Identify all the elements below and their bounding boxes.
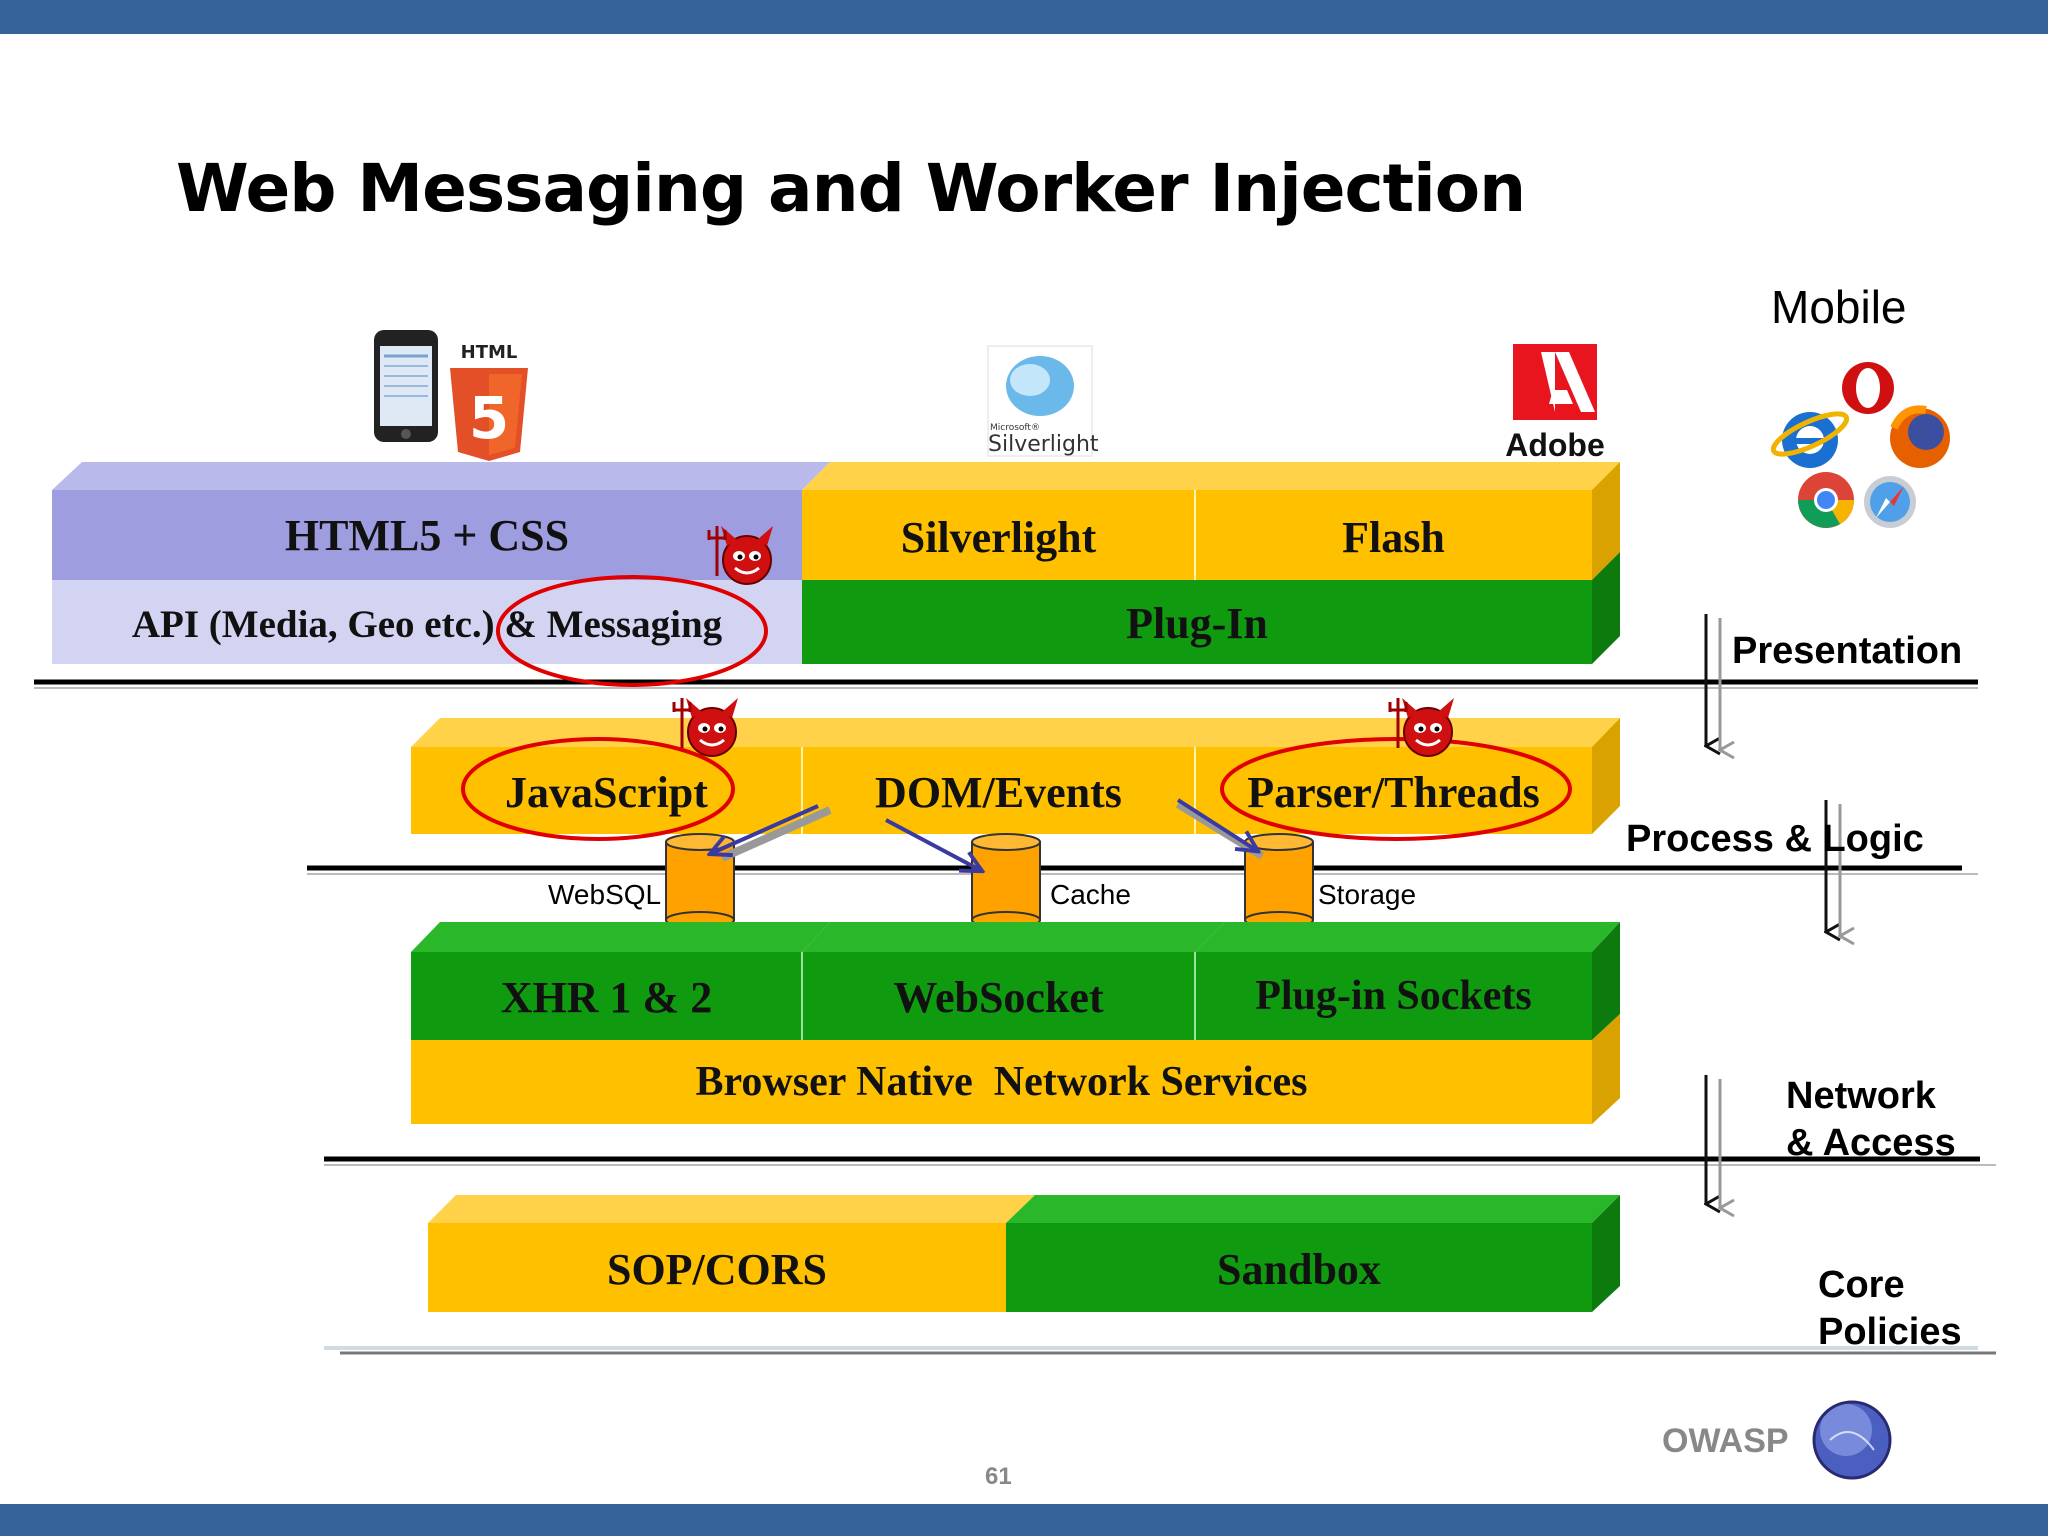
- websocket-label: WebSocket: [893, 973, 1104, 1022]
- page-number: 61: [985, 1463, 1012, 1490]
- network-access-label-line2: & Access: [1786, 1122, 1956, 1164]
- dom-events-label: DOM/Events: [875, 768, 1122, 817]
- devil-icon: [1388, 698, 1454, 757]
- mobile-label: Mobile: [1771, 281, 1907, 333]
- flash-label: Flash: [1342, 513, 1445, 562]
- browser-icons: [1770, 362, 1950, 528]
- owasp-globe-icon: [1812, 1400, 1892, 1480]
- javascript-label: JavaScript: [505, 768, 708, 817]
- cache-label: Cache: [1050, 879, 1131, 910]
- flash-block-side: [1592, 462, 1620, 580]
- opera-icon: [1842, 362, 1894, 414]
- xhr-block: [411, 952, 802, 1040]
- svg-text:HTML: HTML: [461, 342, 518, 363]
- html5-block-top: [52, 462, 830, 490]
- devil-icon: [672, 698, 738, 757]
- plugin-sockets-label: Plug-in Sockets: [1255, 973, 1532, 1019]
- cache-arrow: [885, 818, 980, 870]
- network-access-label-line1: Network: [1786, 1075, 1936, 1117]
- storage-arrow: [1176, 798, 1256, 850]
- dom-events-block: [802, 747, 1195, 834]
- api-block: [52, 580, 802, 664]
- silverlight-block: [802, 490, 1195, 580]
- top-banner: [0, 0, 2048, 34]
- devil-icon: [707, 526, 773, 585]
- presentation-layer-label: Presentation: [1732, 630, 1963, 672]
- sop-cors-block: [428, 1223, 1006, 1312]
- svg-text:Microsoft®: Microsoft®: [990, 423, 1040, 433]
- sandbox-block: [1006, 1223, 1592, 1312]
- slide-title: Web Messaging and Worker Injection: [176, 150, 1526, 227]
- html5-css-block: [52, 490, 802, 580]
- core-layer: [428, 1195, 1620, 1312]
- chrome-icon: [1798, 472, 1854, 528]
- storage-cylinder: [1244, 833, 1314, 929]
- adobe-logo-icon: Adobe: [1505, 344, 1605, 463]
- svg-text:Adobe: Adobe: [1505, 427, 1605, 463]
- process-logic-layer-label: Process & Logic: [1626, 818, 1924, 860]
- javascript-highlight-ellipse: [461, 737, 735, 841]
- parser-highlight-ellipse: [1220, 737, 1572, 841]
- silverlight-logo-icon: Microsoft® Silverlight: [987, 345, 1099, 457]
- native-network-label: Browser Native Network Services: [695, 1059, 1308, 1105]
- sandbox-label: Sandbox: [1217, 1245, 1381, 1294]
- html5-css-label: HTML5 + CSS: [284, 511, 570, 560]
- storage-label: Storage: [1318, 879, 1417, 910]
- xhr-label: XHR 1 & 2: [500, 973, 713, 1022]
- websql-arrow: [712, 804, 819, 853]
- internet-explorer-icon: [1770, 411, 1850, 468]
- cache-cylinder: [971, 833, 1041, 929]
- messaging-highlight-ellipse: [496, 575, 768, 687]
- bottom-banner: [0, 1504, 2048, 1536]
- firefox-icon: [1890, 405, 1950, 468]
- javascript-block: [411, 747, 802, 834]
- network-layer: [411, 922, 1620, 1124]
- websocket-block: [802, 952, 1195, 1040]
- sop-cors-label: SOP/CORS: [606, 1245, 828, 1294]
- plugin-block-side: [1592, 552, 1620, 664]
- websql-arrow-shadow: [720, 806, 832, 862]
- native-network-block: [411, 1040, 1592, 1124]
- websql-label: WebSQL: [548, 879, 662, 910]
- api-messaging-label: API (Media, Geo etc.) & Messaging: [131, 603, 723, 646]
- owasp-wordmark: OWASP: [1662, 1422, 1789, 1460]
- plugin-sockets-block: [1195, 952, 1592, 1040]
- core-policies-label-line2: Policies: [1818, 1311, 1962, 1353]
- core-policies-label-line1: Core: [1818, 1264, 1905, 1306]
- presentation-layer: [52, 462, 1620, 664]
- parser-threads-label: Parser/Threads: [1247, 768, 1540, 817]
- flash-block-top: [1195, 462, 1620, 490]
- plugin-label: Plug-In: [1126, 599, 1268, 648]
- smartphone-icon: [374, 330, 438, 442]
- html5-logo-icon: HTML 5: [450, 342, 528, 461]
- silverlight-block-top: [802, 462, 1225, 490]
- safari-icon: [1864, 476, 1916, 528]
- flash-block: [1195, 490, 1592, 580]
- svg-text:5: 5: [469, 384, 509, 452]
- silverlight-label: Silverlight: [900, 513, 1097, 562]
- svg-text:Silverlight: Silverlight: [988, 432, 1099, 457]
- plugin-block: [802, 580, 1592, 664]
